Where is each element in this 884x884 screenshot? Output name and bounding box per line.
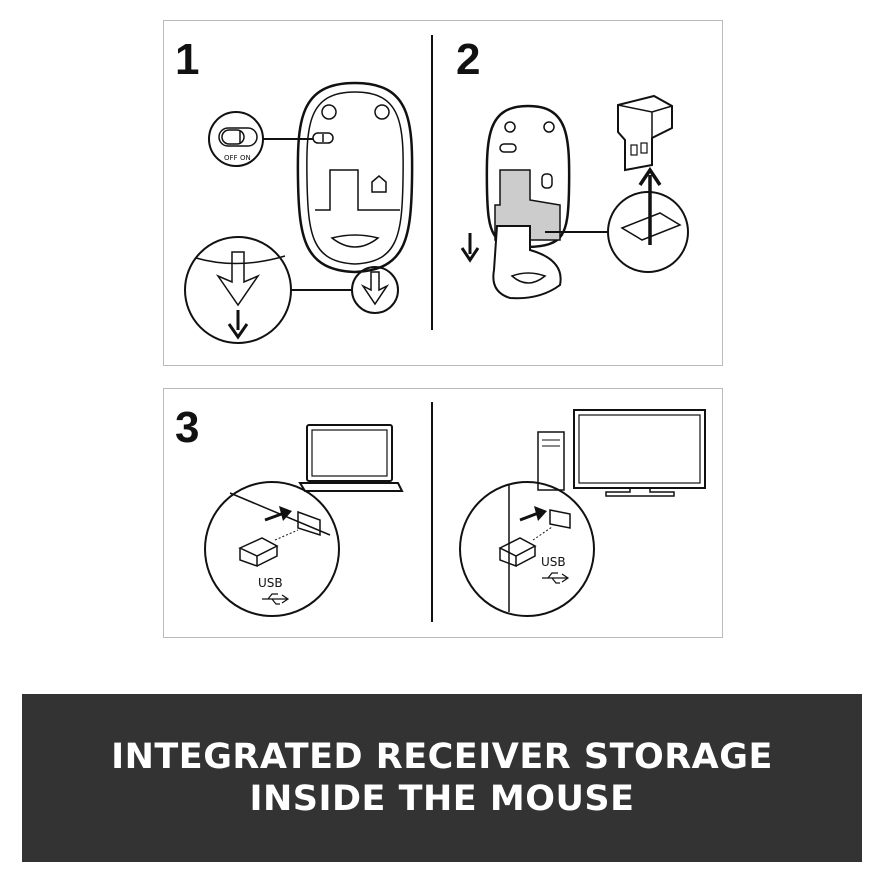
usb-label-laptop: USB — [258, 576, 283, 590]
usb-symbol-icon — [262, 593, 290, 605]
desktop-illustration — [537, 409, 706, 497]
banner-line-2: INSIDE THE MOUSE — [249, 779, 635, 819]
mouse-receiver-tray-illustration — [460, 104, 608, 300]
usb-symbol-icon — [542, 572, 570, 584]
panel-bottom — [163, 388, 723, 638]
banner-line-1: INTEGRATED RECEIVER STORAGE — [111, 737, 773, 777]
mouse-underside-illustration — [296, 81, 414, 274]
desktop-usb-callout: USB — [459, 481, 595, 617]
open-cover-callout — [184, 236, 399, 344]
laptop-usb-callout: USB — [204, 481, 340, 617]
step-1-number: 1 — [175, 35, 199, 84]
step-3-number: 3 — [175, 403, 199, 452]
power-switch-callout: OFF ON — [208, 111, 313, 167]
switch-on-label: ON — [240, 154, 251, 162]
panel-top — [163, 20, 723, 366]
laptop-illustration — [298, 424, 404, 492]
switch-off-label: OFF — [224, 154, 238, 162]
step-2-number: 2 — [456, 35, 480, 84]
usb-label-desktop: USB — [541, 555, 566, 569]
receiver-callout — [607, 94, 689, 273]
feature-banner: INTEGRATED RECEIVER STORAGE INSIDE THE M… — [22, 694, 862, 862]
